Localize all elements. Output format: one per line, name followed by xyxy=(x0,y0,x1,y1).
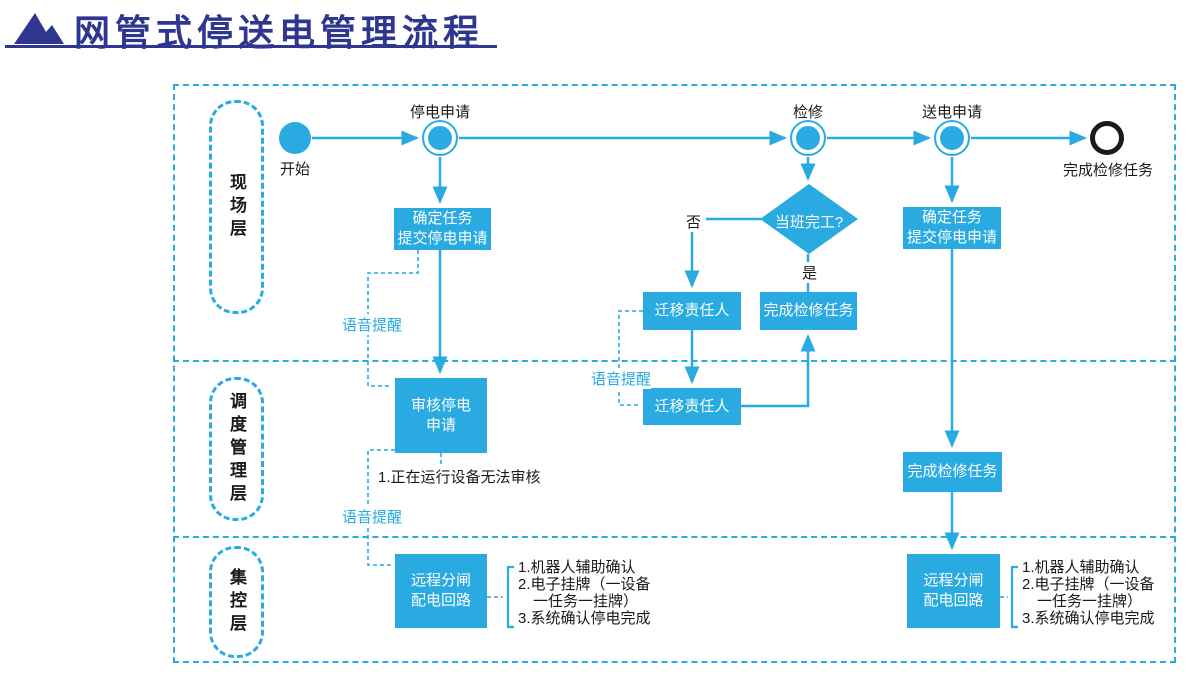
box-transfer-owner-2: 迁移责任人 xyxy=(643,388,741,425)
remote-checklist-right-item-3: 3.系统确认停电完成 xyxy=(1022,610,1155,627)
box-remote-open-left: 远程分闸 配电回路 xyxy=(395,554,487,628)
box-transfer-1-text: 迁移责任人 xyxy=(654,302,730,320)
box-transfer-owner-1: 迁移责任人 xyxy=(643,292,741,330)
box-confirm-task-right: 确定任务 提交停电申请 xyxy=(903,207,1001,249)
lane-label-field-text: 现场层 xyxy=(227,172,246,242)
box-review-line2: 申请 xyxy=(425,416,456,434)
end-node-label: 完成检修任务 xyxy=(1062,162,1153,179)
review-note: 1.正在运行设备无法审核 xyxy=(378,469,541,486)
box-remote-open-right: 远程分闸 配电回路 xyxy=(907,554,1000,628)
voice-reminder-2: 语音提醒 xyxy=(342,506,403,527)
mountain-logo-icon xyxy=(14,13,64,44)
power-on-request-node xyxy=(934,120,970,156)
box-complete-maintenance-1: 完成检修任务 xyxy=(760,292,857,330)
box-remote-right-line2: 配电回路 xyxy=(923,592,984,609)
outage-request-node-core xyxy=(428,126,452,150)
maintenance-node-core xyxy=(796,126,820,150)
power-on-request-node-core xyxy=(940,126,964,150)
start-node xyxy=(279,122,311,154)
box-complete-maintenance-2: 完成检修任务 xyxy=(903,452,1002,492)
lane-label-central: 集控层 xyxy=(209,546,264,658)
title-underline xyxy=(5,45,497,48)
start-node-label: 开始 xyxy=(279,161,310,178)
box-confirm-right-line1: 确定任务 xyxy=(921,209,982,227)
lane-divider-1 xyxy=(173,360,1176,362)
box-review-request: 审核停电 申请 xyxy=(395,378,487,453)
box-complete-2-text: 完成检修任务 xyxy=(907,463,998,481)
voice-reminder-3: 语音提醒 xyxy=(591,368,652,389)
lane-label-dispatch-text: 调度管理层 xyxy=(227,391,246,507)
box-confirm-right-line2: 提交停电申请 xyxy=(906,229,997,246)
remote-checklist-left-item-2: 2.电子挂牌（一设备 xyxy=(518,576,651,593)
box-review-line1: 审核停电 xyxy=(410,396,471,414)
remote-checklist-left-item-2b: 一任务一挂牌） xyxy=(533,593,639,610)
outage-request-label: 停电申请 xyxy=(409,104,470,121)
decision-label: 当班完工? xyxy=(774,214,844,231)
box-remote-right-line1: 远程分闸 xyxy=(923,572,984,590)
end-node xyxy=(1090,121,1124,155)
box-remote-left-line1: 远程分闸 xyxy=(410,572,471,590)
diagram-frame xyxy=(173,84,1176,663)
box-confirm-task-left: 确定任务 提交停电申请 xyxy=(394,208,491,250)
remote-checklist-right-item-1: 1.机器人辅助确认 xyxy=(1022,559,1140,576)
lane-label-dispatch: 调度管理层 xyxy=(209,377,264,521)
maintenance-node xyxy=(790,120,826,156)
outage-request-node xyxy=(422,120,458,156)
power-on-request-label: 送电申请 xyxy=(921,104,982,121)
box-remote-left-line2: 配电回路 xyxy=(410,592,471,609)
box-confirm-left-line2: 提交停电申请 xyxy=(397,230,488,247)
box-complete-1-text: 完成检修任务 xyxy=(763,302,854,320)
remote-checklist-left-item-1: 1.机器人辅助确认 xyxy=(518,559,636,576)
decision-no-label: 否 xyxy=(685,211,703,232)
box-confirm-left-line1: 确定任务 xyxy=(412,210,473,228)
lane-divider-2 xyxy=(173,536,1176,538)
voice-reminder-1: 语音提醒 xyxy=(342,314,403,335)
solid-flow-arrows xyxy=(312,130,1088,551)
decision-diamond xyxy=(760,184,858,254)
lane-label-central-text: 集控层 xyxy=(227,567,246,637)
lane-label-field: 现场层 xyxy=(209,100,264,314)
remote-checklist-right-item-2b: 一任务一挂牌） xyxy=(1037,593,1143,610)
remote-checklist-right-item-2: 2.电子挂牌（一设备 xyxy=(1022,576,1155,593)
remote-checklist-left: 1.机器人辅助确认 2.电子挂牌（一设备 一任务一挂牌） 3.系统确认停电完成 xyxy=(518,559,651,627)
list-brackets xyxy=(506,565,1018,629)
maintenance-label: 检修 xyxy=(792,104,823,121)
decision-yes-label: 是 xyxy=(801,262,819,283)
box-transfer-2-text: 迁移责任人 xyxy=(654,397,730,415)
remote-checklist-left-item-3: 3.系统确认停电完成 xyxy=(518,610,651,627)
remote-checklist-right: 1.机器人辅助确认 2.电子挂牌（一设备 一任务一挂牌） 3.系统确认停电完成 xyxy=(1022,559,1155,627)
